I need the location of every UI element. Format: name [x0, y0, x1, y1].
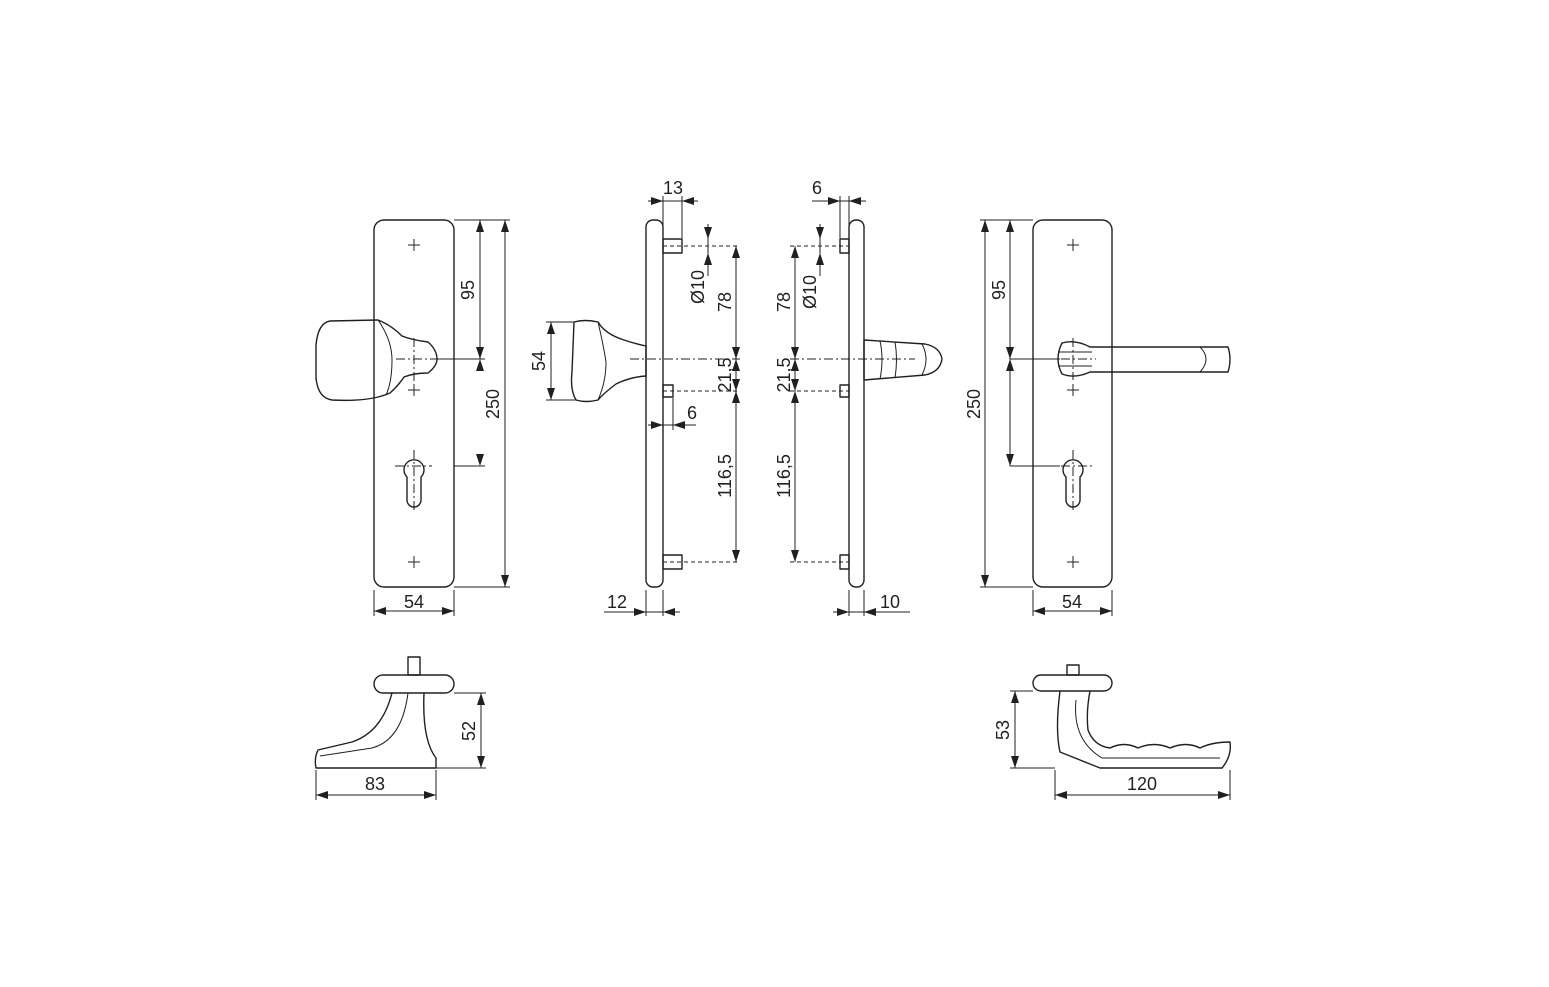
dim-54-right: 54 [1062, 592, 1082, 612]
dim-83-arrows [316, 791, 436, 799]
rose-top-right [1032, 674, 1113, 692]
dim-78-right: 78 [774, 292, 794, 312]
dim-250-left: 250 [483, 389, 503, 419]
dim-arrows-front-right [981, 220, 1014, 587]
dim-10-arrows [837, 608, 876, 616]
dim-width-left [373, 590, 455, 616]
side-view-lever: 6 Ø10 78 21,5 116,5 10 [774, 178, 943, 616]
spindle-top-right [1066, 664, 1080, 676]
screw-mark-bottom-right [1067, 556, 1079, 568]
dim-dia10-left-arrows [704, 227, 712, 265]
screw-mark-middle-right [1067, 384, 1079, 396]
dim-83: 83 [365, 774, 385, 794]
knob-side [570, 319, 647, 403]
spindle-top-left [407, 656, 421, 676]
dim-13-arrows [651, 197, 694, 205]
lever-top-profile [1056, 690, 1232, 769]
dim-width-right [1032, 590, 1113, 616]
dim-lines-front-left [436, 219, 510, 588]
dim-dia10-left: Ø10 [688, 270, 708, 304]
dim-116-5-left: 116,5 [715, 454, 735, 498]
dim-6-left-arrows [651, 421, 685, 429]
plate-side-left [645, 219, 664, 588]
dim-54-left: 54 [404, 592, 424, 612]
lever-front-details [1058, 346, 1207, 373]
dim-53-lines [1010, 690, 1055, 769]
side-left-hidden-lines [663, 245, 740, 563]
dim-21-5-left: 21,5 [715, 357, 735, 392]
dim-10: 10 [880, 592, 900, 612]
dim-lines-front-right [980, 219, 1060, 588]
spindle-center-left [396, 338, 436, 396]
knob-top-inner [319, 692, 409, 757]
backplate-right [1032, 219, 1113, 588]
dim-6-left: 6 [687, 403, 697, 423]
lever-top-inner [1075, 699, 1220, 759]
dim-116-5-right: 116,5 [774, 454, 794, 498]
dim-54-side: 54 [529, 351, 549, 371]
knob-neck-line [377, 319, 393, 396]
knob-top-profile [314, 692, 437, 769]
top-view-knob: 52 83 [314, 656, 486, 800]
front-view-knob: 95 250 54 [315, 219, 510, 616]
dim-dia10-right: Ø10 [800, 275, 820, 309]
dim-6-right-arrows [828, 197, 861, 205]
dim-120: 120 [1127, 774, 1157, 794]
dim-250-right: 250 [964, 389, 984, 419]
dim-6-right: 6 [812, 178, 822, 198]
dim-78-left: 78 [715, 292, 735, 312]
screw-mark-top [408, 239, 420, 251]
front-view-lever: 250 95 54 [964, 219, 1231, 616]
dim-dia10-right-arrows [816, 227, 824, 265]
lever-side [863, 339, 943, 381]
knob-front [315, 319, 438, 402]
top-view-lever: 53 120 [993, 664, 1232, 800]
dim-52: 52 [459, 721, 479, 741]
rose-top-left [373, 674, 455, 694]
keyhole-left [403, 459, 425, 508]
dim-52-lines [436, 692, 486, 769]
screw-mark-top-right [1067, 239, 1079, 251]
dim-13: 13 [663, 178, 683, 198]
screw-mark-bottom [408, 556, 420, 568]
side-view-knob: 54 13 Ø10 78 21,5 116,5 6 12 [529, 178, 740, 616]
keyhole-right [1062, 459, 1084, 508]
dim-95-right: 95 [989, 280, 1009, 300]
plate-side-right [848, 219, 865, 588]
dim-53: 53 [993, 720, 1013, 740]
dim-95-left: 95 [458, 280, 478, 300]
knob-side-neck [597, 321, 607, 401]
dim-21-5-right: 21,5 [774, 357, 794, 392]
backplate-left [373, 219, 455, 588]
keyhole-center-left [395, 450, 432, 512]
lever-side-details [879, 340, 927, 380]
dim-12-arrows [634, 608, 675, 616]
dim-12: 12 [607, 592, 627, 612]
